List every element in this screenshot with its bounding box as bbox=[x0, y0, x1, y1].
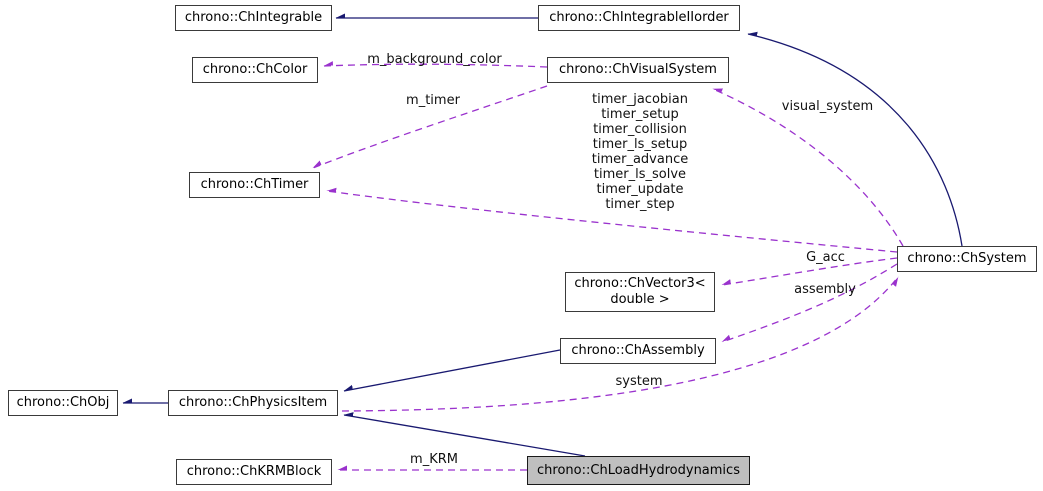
edge-usage-visualsystem-to-timer bbox=[313, 85, 548, 168]
edge-usage-system-to-assembly bbox=[722, 263, 898, 342]
node-chrono-chphysicsitem[interactable]: chrono::ChPhysicsItem bbox=[168, 390, 338, 416]
node-chrono-chloadhydrodynamics-current[interactable]: chrono::ChLoadHydrodynamics bbox=[527, 456, 750, 485]
node-chrono-chvector3-double[interactable]: chrono::ChVector3< double > bbox=[565, 272, 715, 312]
edge-usage-system-to-timer bbox=[327, 191, 898, 253]
node-chrono-chkrmblock[interactable]: chrono::ChKRMBlock bbox=[176, 459, 332, 485]
edge-label-timer-members: timer_jacobian timer_setup timer_collisi… bbox=[591, 92, 689, 212]
node-chrono-chintegrableiiorder[interactable]: chrono::ChIntegrableIIorder bbox=[538, 5, 740, 31]
node-chrono-chsystem[interactable]: chrono::ChSystem bbox=[897, 246, 1037, 272]
edge-usage-system-to-visualsystem bbox=[713, 88, 904, 247]
edge-label-visual-system: visual_system bbox=[781, 99, 874, 114]
node-chrono-chassembly[interactable]: chrono::ChAssembly bbox=[560, 338, 716, 364]
node-chrono-chtimer[interactable]: chrono::ChTimer bbox=[189, 172, 320, 198]
edge-label-assembly: assembly bbox=[794, 282, 856, 297]
edge-inheritance-assembly-to-physicsitem bbox=[344, 349, 561, 392]
node-chrono-chintegrable[interactable]: chrono::ChIntegrable bbox=[175, 5, 332, 31]
edge-label-m-krm: m_KRM bbox=[410, 452, 458, 467]
node-chrono-chvisualsystem[interactable]: chrono::ChVisualSystem bbox=[547, 57, 729, 83]
edge-usage-system-to-vector3 bbox=[722, 257, 898, 286]
edge-label-system: system bbox=[615, 374, 663, 389]
edge-label-m-background-color: m_background_color bbox=[367, 52, 502, 67]
edge-inheritance-loadhydrodynamics-to-physicsitem bbox=[344, 415, 586, 457]
edge-label-m-timer: m_timer bbox=[406, 93, 460, 108]
node-chrono-chobj[interactable]: chrono::ChObj bbox=[8, 390, 118, 416]
edge-usage-visualsystem-to-color bbox=[324, 64, 548, 68]
edge-label-g-acc: G_acc bbox=[806, 250, 845, 265]
node-chrono-chcolor[interactable]: chrono::ChColor bbox=[192, 57, 318, 83]
edge-inheritance-system-to-integrableIIorder bbox=[748, 34, 963, 247]
